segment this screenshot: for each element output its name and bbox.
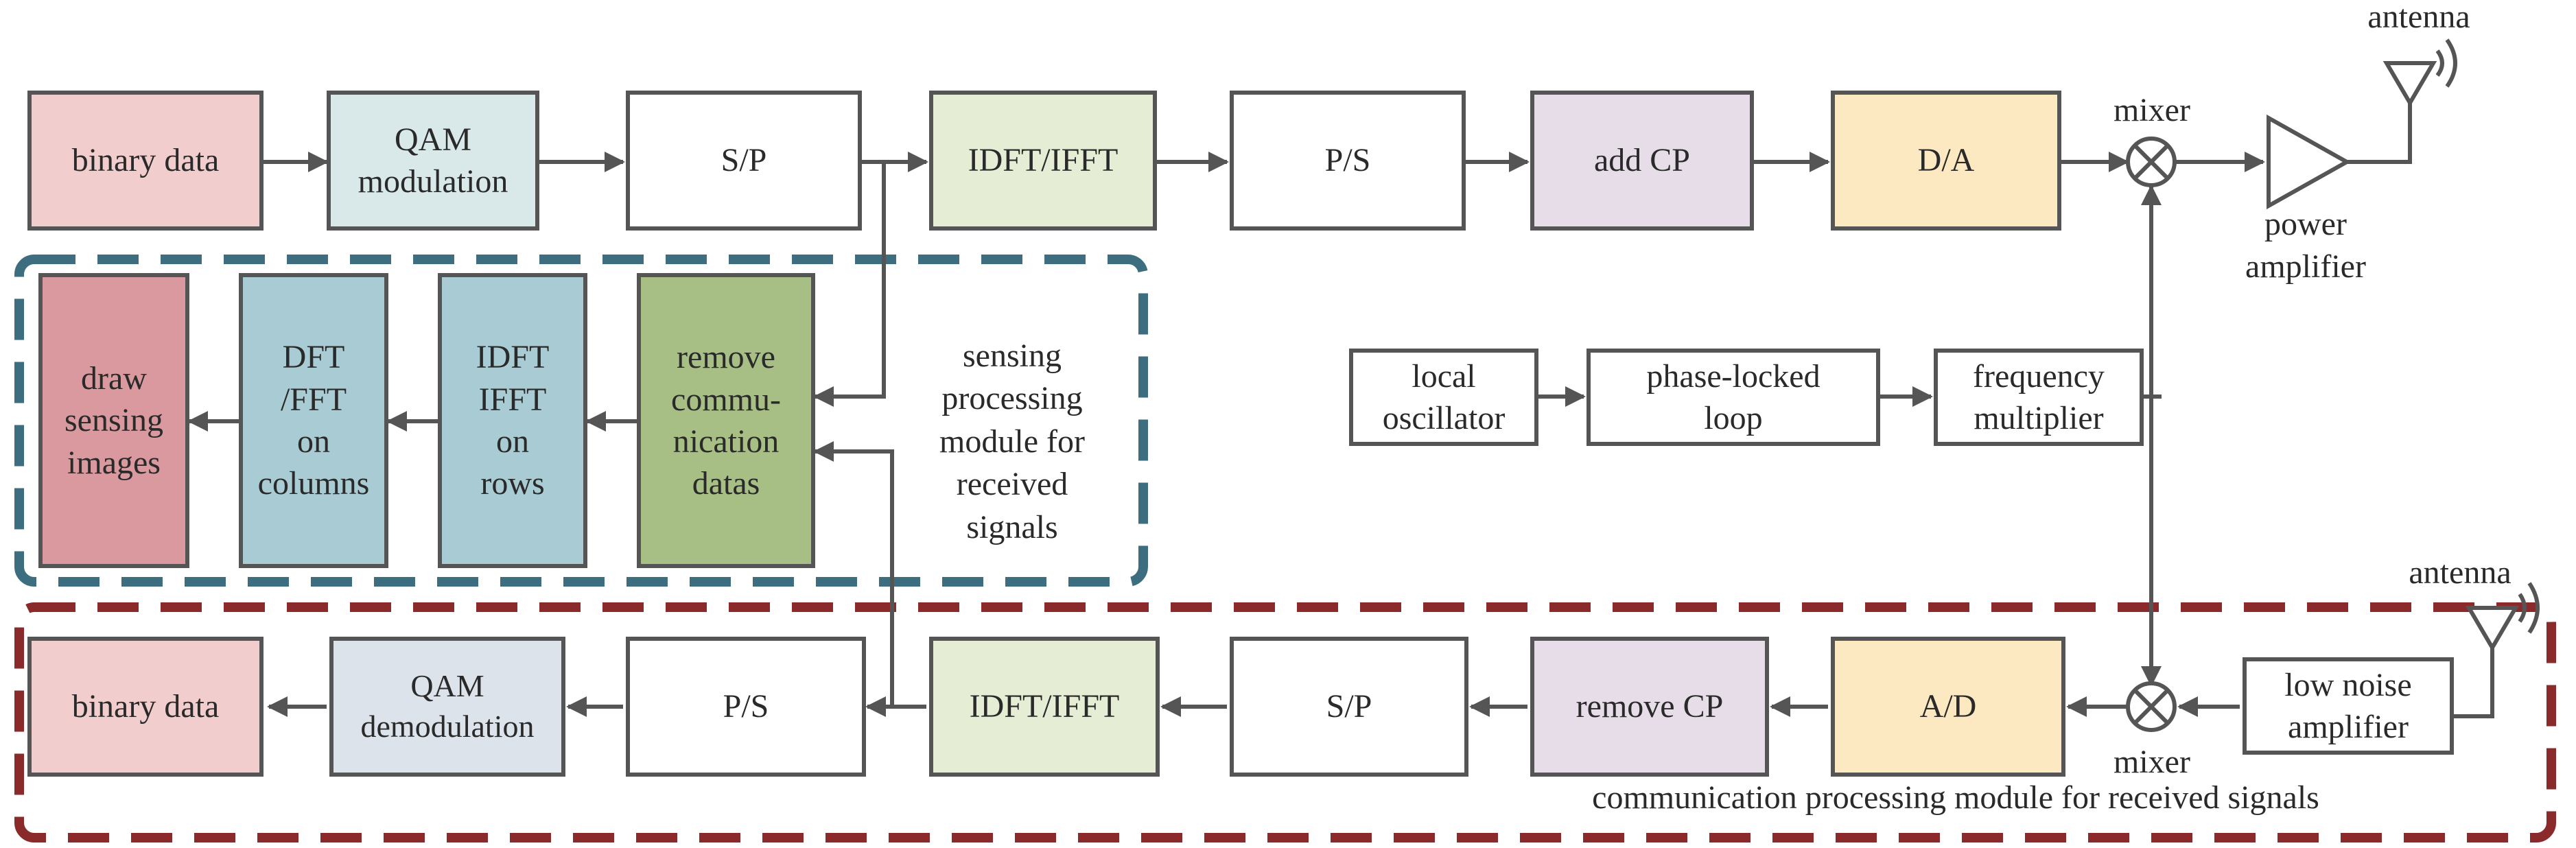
rx-mixer-label: mixer <box>2114 744 2190 780</box>
power-amplifier-symbol <box>2267 114 2352 210</box>
tx-antenna-label: antenna <box>2367 0 2470 35</box>
comm-module-label: communication processing module for rece… <box>1592 779 2319 816</box>
antenna-to-lna <box>2454 648 2494 718</box>
tx-antenna-symbol <box>2382 61 2437 107</box>
tx-mixer-label: mixer <box>2114 92 2190 128</box>
tap-tx-to-sensing <box>813 162 886 407</box>
pa-to-antenna <box>2347 103 2412 164</box>
comm-module-border <box>14 602 2556 843</box>
tx-binary-data-block: binary data <box>27 91 264 231</box>
tap-rx-to-sensing <box>813 441 894 707</box>
da-block: D/A <box>1831 91 2061 231</box>
ad-block: A/D <box>1831 637 2065 777</box>
tx-idft-block: IDFT/IFFT <box>929 91 1157 231</box>
rx-binary-data-block: binary data <box>27 637 264 777</box>
rx-sp-block: S/P <box>1230 637 1468 777</box>
sensing-module-label: sensing processing module for received s… <box>939 338 1085 545</box>
tx-ps-block: P/S <box>1230 91 1466 231</box>
rx-ps-block: P/S <box>626 637 866 777</box>
add-cp-block: add CP <box>1530 91 1754 231</box>
rx-antenna-label: antenna <box>2409 554 2511 591</box>
rx-antenna-symbol <box>2465 606 2520 652</box>
rx-idft-block: IDFT/IFFT <box>929 637 1160 777</box>
sensing-module-border <box>14 255 1148 587</box>
tx-sp-block: S/P <box>626 91 862 231</box>
tx-binary-data-label: binary data <box>71 142 220 179</box>
power-amplifier-label: power amplifier <box>2245 206 2366 285</box>
remove-cp-block: remove CP <box>1530 637 1769 777</box>
